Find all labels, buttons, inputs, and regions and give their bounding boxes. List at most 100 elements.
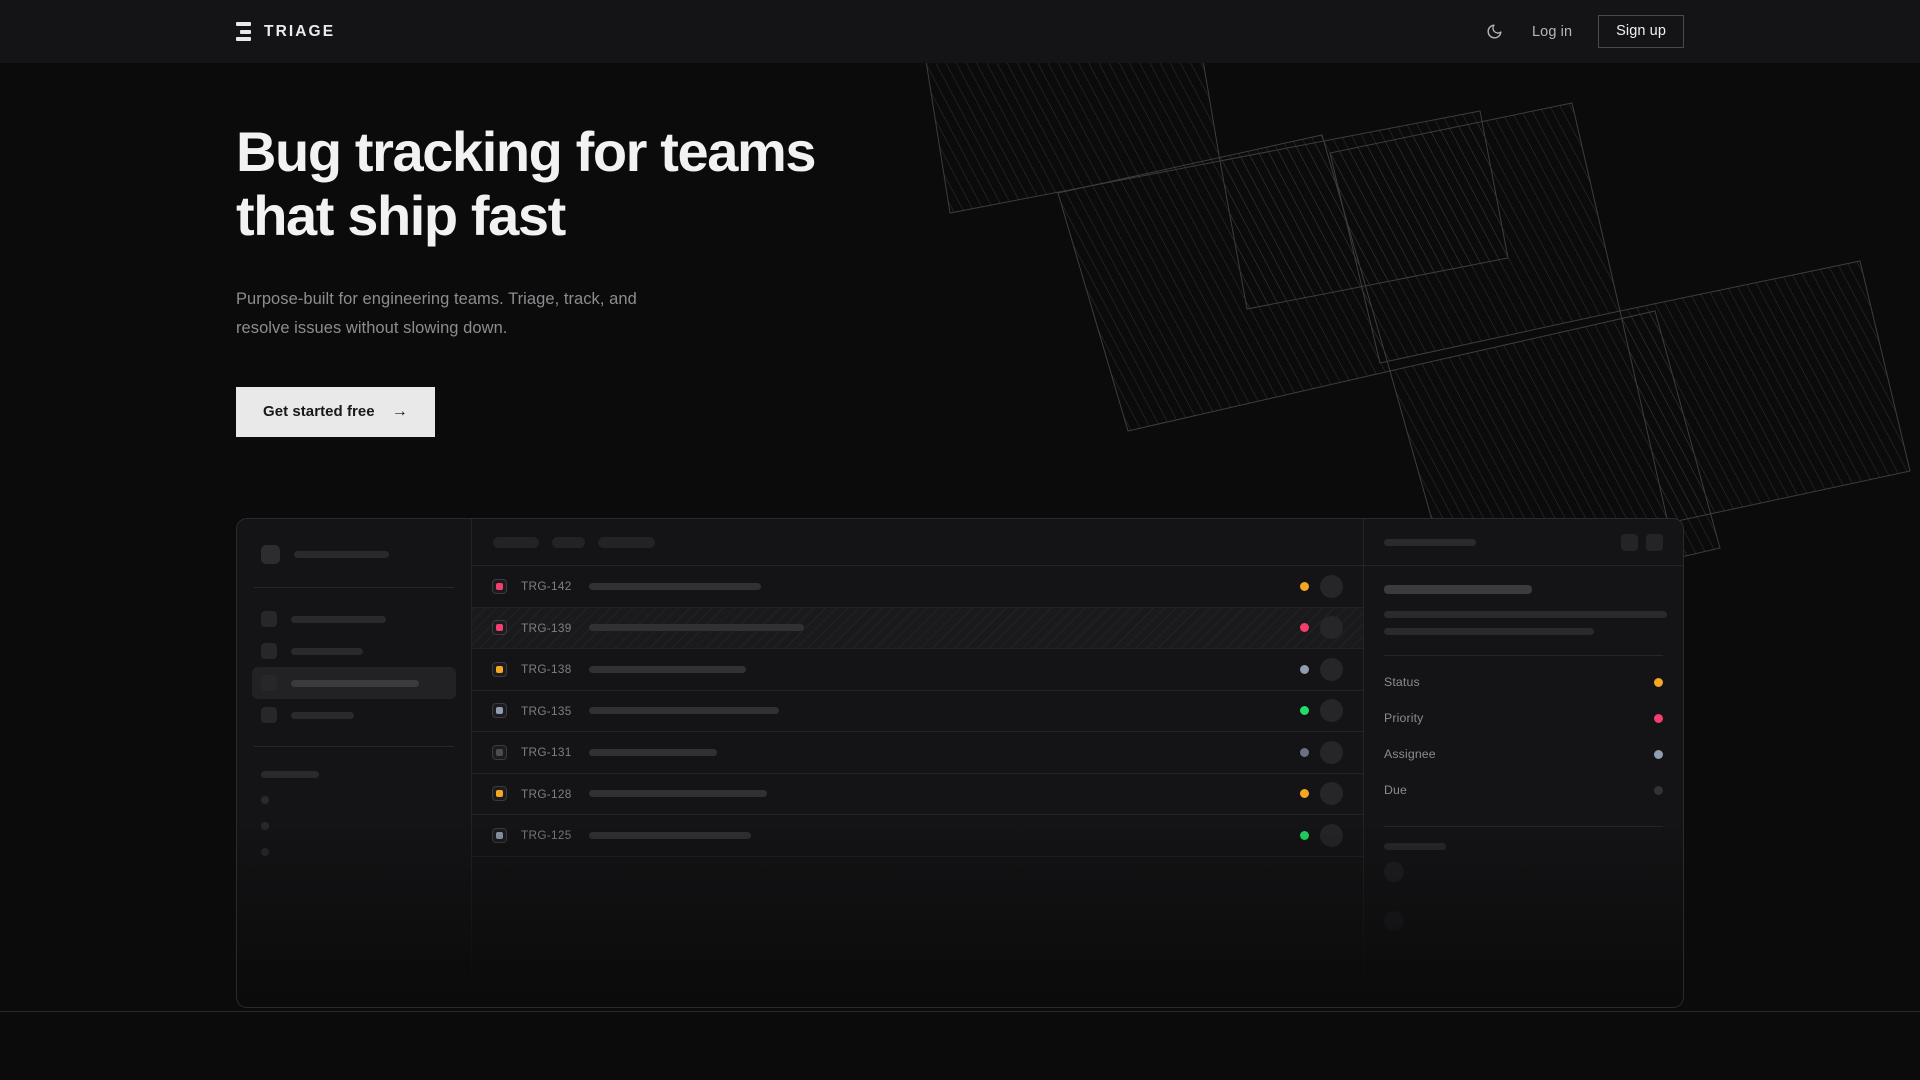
- subhead-line-1: Purpose-built for engineering teams. Tri…: [236, 290, 637, 308]
- sidebar-section-label: [252, 762, 456, 787]
- issue-row[interactable]: TRG-139: [472, 607, 1363, 649]
- issue-row-meta: [1300, 782, 1343, 806]
- status-chip[interactable]: [492, 744, 507, 760]
- status-chip[interactable]: [492, 578, 507, 594]
- issue-title-skeleton: [589, 748, 717, 756]
- sidebar-item-icon: [261, 643, 277, 659]
- priority-dot[interactable]: [1300, 623, 1309, 633]
- issue-title-skeleton: [589, 790, 767, 798]
- get-started-button[interactable]: Get started free →: [236, 387, 435, 437]
- sidebar-item-label: [291, 647, 363, 655]
- issue-row-meta: [1300, 657, 1343, 681]
- assignee-avatar[interactable]: [1320, 616, 1343, 640]
- brand-name: TRIAGE: [264, 22, 336, 40]
- meta-value-dot: [1654, 677, 1663, 687]
- meta-row-due[interactable]: Due: [1384, 772, 1663, 808]
- workspace-avatar-icon: [261, 545, 280, 564]
- top-navbar: TRIAGE Log in Sign up: [0, 0, 1920, 63]
- sidebar-item-icon: [261, 675, 277, 691]
- assignee-avatar[interactable]: [1320, 699, 1343, 723]
- issue-id: TRG-142: [521, 579, 572, 594]
- nav-actions: Log in Sign up: [1482, 15, 1684, 48]
- headline-line-2: that ship fast: [236, 184, 566, 247]
- issue-row[interactable]: TRG-135: [472, 691, 1363, 732]
- sidebar-item-3[interactable]: [252, 667, 456, 699]
- hero-subhead: Purpose-built for engineering teams. Tri…: [236, 285, 716, 343]
- workspace-switcher[interactable]: [252, 537, 456, 572]
- meta-label: Status: [1384, 675, 1420, 689]
- meta-label: Assignee: [1384, 747, 1436, 761]
- status-chip[interactable]: [492, 661, 507, 677]
- sidebar-sub-item-1[interactable]: [252, 787, 456, 813]
- filter-chip-3[interactable]: [598, 536, 655, 548]
- bullet-icon: [261, 822, 269, 830]
- issue-row[interactable]: TRG-125: [472, 815, 1363, 857]
- sidebar-item-label: [291, 615, 386, 623]
- assignee-avatar[interactable]: [1320, 782, 1343, 806]
- issue-title-skeleton: [589, 831, 751, 839]
- issue-id: TRG-125: [521, 828, 572, 843]
- detail-header-skeleton: [1384, 538, 1476, 546]
- expand-icon[interactable]: [1621, 533, 1638, 551]
- status-chip[interactable]: [492, 703, 507, 719]
- priority-dot[interactable]: [1300, 706, 1309, 716]
- bullet-icon: [261, 796, 269, 804]
- issue-row[interactable]: TRG-142: [472, 566, 1363, 608]
- assignee-avatar[interactable]: [1320, 574, 1343, 598]
- sidebar-item-icon: [261, 611, 277, 627]
- sidebar-item-label: [291, 679, 419, 687]
- detail-desc-line-1: [1384, 611, 1667, 618]
- issue-row[interactable]: TRG-131: [472, 732, 1363, 774]
- issue-row-meta: [1300, 616, 1343, 640]
- priority-dot[interactable]: [1300, 581, 1309, 591]
- sidebar-sub-item-2[interactable]: [252, 813, 456, 839]
- arrow-right-icon: →: [391, 402, 408, 420]
- login-link[interactable]: Log in: [1532, 23, 1573, 40]
- activity-avatars: [1384, 850, 1663, 948]
- sidebar-item-1[interactable]: [252, 603, 456, 635]
- assignee-avatar[interactable]: [1320, 823, 1343, 847]
- subhead-line-2: resolve issues without slowing down.: [236, 319, 508, 337]
- issue-row[interactable]: TRG-138: [472, 649, 1363, 691]
- sidebar-sub-item-3[interactable]: [252, 839, 456, 865]
- sidebar-item-4[interactable]: [252, 699, 456, 731]
- more-icon[interactable]: [1646, 533, 1663, 551]
- activity-avatar[interactable]: [1384, 862, 1404, 882]
- status-chip[interactable]: [492, 786, 507, 802]
- sidebar-sub-items: [252, 787, 456, 865]
- priority-dot[interactable]: [1300, 664, 1309, 674]
- signup-button[interactable]: Sign up: [1598, 15, 1684, 48]
- meta-row-assignee[interactable]: Assignee: [1384, 736, 1663, 772]
- workspace-name-skeleton: [294, 551, 389, 558]
- filter-chip-2[interactable]: [552, 536, 585, 548]
- bullet-icon: [261, 848, 269, 856]
- detail-desc-line-2: [1384, 628, 1594, 635]
- activity-label-skeleton: [1384, 843, 1446, 850]
- meta-row-status[interactable]: Status: [1384, 664, 1663, 700]
- activity-avatar[interactable]: [1384, 911, 1404, 931]
- priority-dot[interactable]: [1300, 830, 1309, 840]
- status-chip[interactable]: [492, 827, 507, 843]
- meta-label: Priority: [1384, 711, 1424, 725]
- issue-row[interactable]: TRG-128: [472, 774, 1363, 815]
- brand-logo[interactable]: TRIAGE: [236, 22, 335, 41]
- assignee-avatar[interactable]: [1320, 740, 1343, 764]
- priority-dot[interactable]: [1300, 747, 1309, 757]
- sidebar-nav-list: [252, 603, 456, 731]
- sidebar-item-2[interactable]: [252, 635, 456, 667]
- app-sidebar: [237, 519, 472, 1007]
- activity-item-1: [1384, 850, 1663, 899]
- priority-dot[interactable]: [1300, 789, 1309, 799]
- assignee-avatar[interactable]: [1320, 657, 1343, 681]
- issue-title-skeleton: [589, 582, 761, 590]
- filter-chip-1[interactable]: [493, 536, 539, 548]
- issue-title-skeleton: [589, 624, 804, 632]
- meta-row-priority[interactable]: Priority: [1384, 700, 1663, 736]
- issue-title-skeleton: [589, 707, 779, 715]
- meta-value-dot: [1654, 713, 1663, 723]
- status-chip[interactable]: [492, 620, 507, 636]
- moon-icon[interactable]: [1482, 20, 1506, 44]
